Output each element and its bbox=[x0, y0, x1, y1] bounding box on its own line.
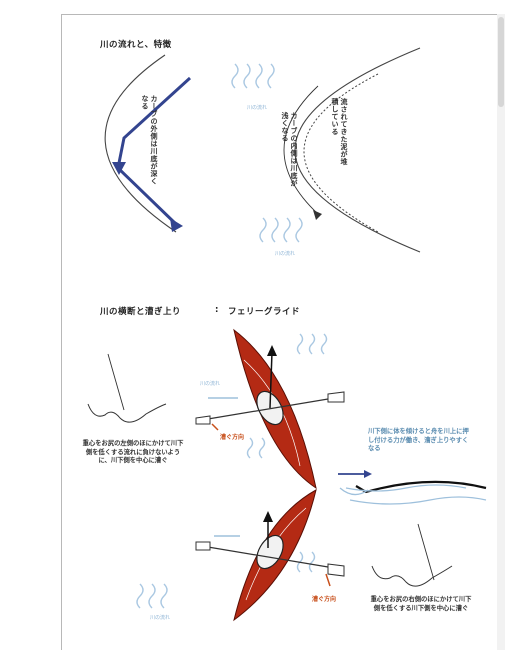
paddle-direction-label: 漕ぐ方向 bbox=[220, 434, 245, 441]
water-current-lines bbox=[345, 484, 487, 505]
paddle-direction-label-2: 漕ぐ方向 bbox=[312, 596, 337, 603]
flow-tag-1: 川の流れ bbox=[247, 105, 268, 111]
ferry-note: 川下側に体を傾けると舟を川上に押し付ける力が働き、漕ぎ上りやすくなる bbox=[368, 428, 469, 452]
flow-tag-3: 川の流れ bbox=[200, 381, 221, 387]
section2-heading: 川の横断と漕ぎ上り bbox=[100, 307, 182, 317]
paddle-blade-left-upper bbox=[195, 415, 211, 425]
paddle-direction-marker-2 bbox=[325, 573, 331, 587]
direction-arrow-upper bbox=[269, 351, 273, 409]
flow-arrowhead-end bbox=[170, 218, 183, 232]
water-swirl bbox=[339, 487, 369, 496]
river-flow-thin-arrow bbox=[283, 85, 319, 215]
paddle-blade-right-upper bbox=[327, 391, 345, 403]
ferry-push-arrowhead bbox=[364, 470, 372, 478]
sand-deposit-label: 流されてきた泥が堆積している bbox=[331, 98, 348, 166]
tilt-arrow-left bbox=[107, 353, 125, 411]
kayak-lower-cockpit bbox=[256, 534, 284, 570]
balance-note-right: 重心をお尻の右側のほにかけて川下側を低くする川下側を中心に漕ぐ bbox=[370, 596, 472, 612]
river-flow-arrow bbox=[116, 76, 192, 228]
paddle-lower bbox=[201, 545, 335, 569]
hull-section-left bbox=[87, 403, 167, 423]
balance-note-left: 重心をお尻の左側のほにかけて川下側を低くする流れに負けないように、川下側を中心に… bbox=[82, 440, 184, 464]
river-bank-curve-left bbox=[104, 54, 177, 233]
tilt-arrow-right bbox=[417, 523, 435, 581]
thin-arrowhead bbox=[313, 210, 322, 220]
flow-tag-4: 川の流れ bbox=[150, 615, 171, 621]
curve-deep-label: カーブの外側は川底が深くなる bbox=[141, 95, 158, 185]
scrollbar[interactable] bbox=[497, 14, 505, 650]
paddle-blade-left-lower bbox=[195, 541, 211, 551]
section2-subheading: フェリーグライド bbox=[228, 307, 301, 317]
curve-shallow-label: カーブの内側は川底が浅くなる bbox=[281, 112, 298, 187]
paddle-blade-right-lower bbox=[327, 563, 345, 577]
paddle-direction-marker bbox=[211, 423, 219, 431]
hull-section-right bbox=[371, 565, 453, 587]
direction-arrowhead-lower bbox=[263, 511, 273, 522]
paddle-upper bbox=[201, 397, 335, 421]
flow-tag-2: 川の流れ bbox=[275, 251, 296, 257]
water-ripples bbox=[136, 63, 328, 609]
section2-mark: : bbox=[215, 305, 219, 315]
river-bank-dotted bbox=[303, 73, 379, 233]
flow-arrowhead-mid bbox=[112, 162, 126, 175]
river-bank-outer bbox=[294, 47, 421, 253]
section1-heading: 川の流れと、特徴 bbox=[100, 40, 172, 50]
direction-arrowhead-upper bbox=[267, 345, 277, 356]
scrollbar-thumb[interactable] bbox=[498, 17, 504, 107]
